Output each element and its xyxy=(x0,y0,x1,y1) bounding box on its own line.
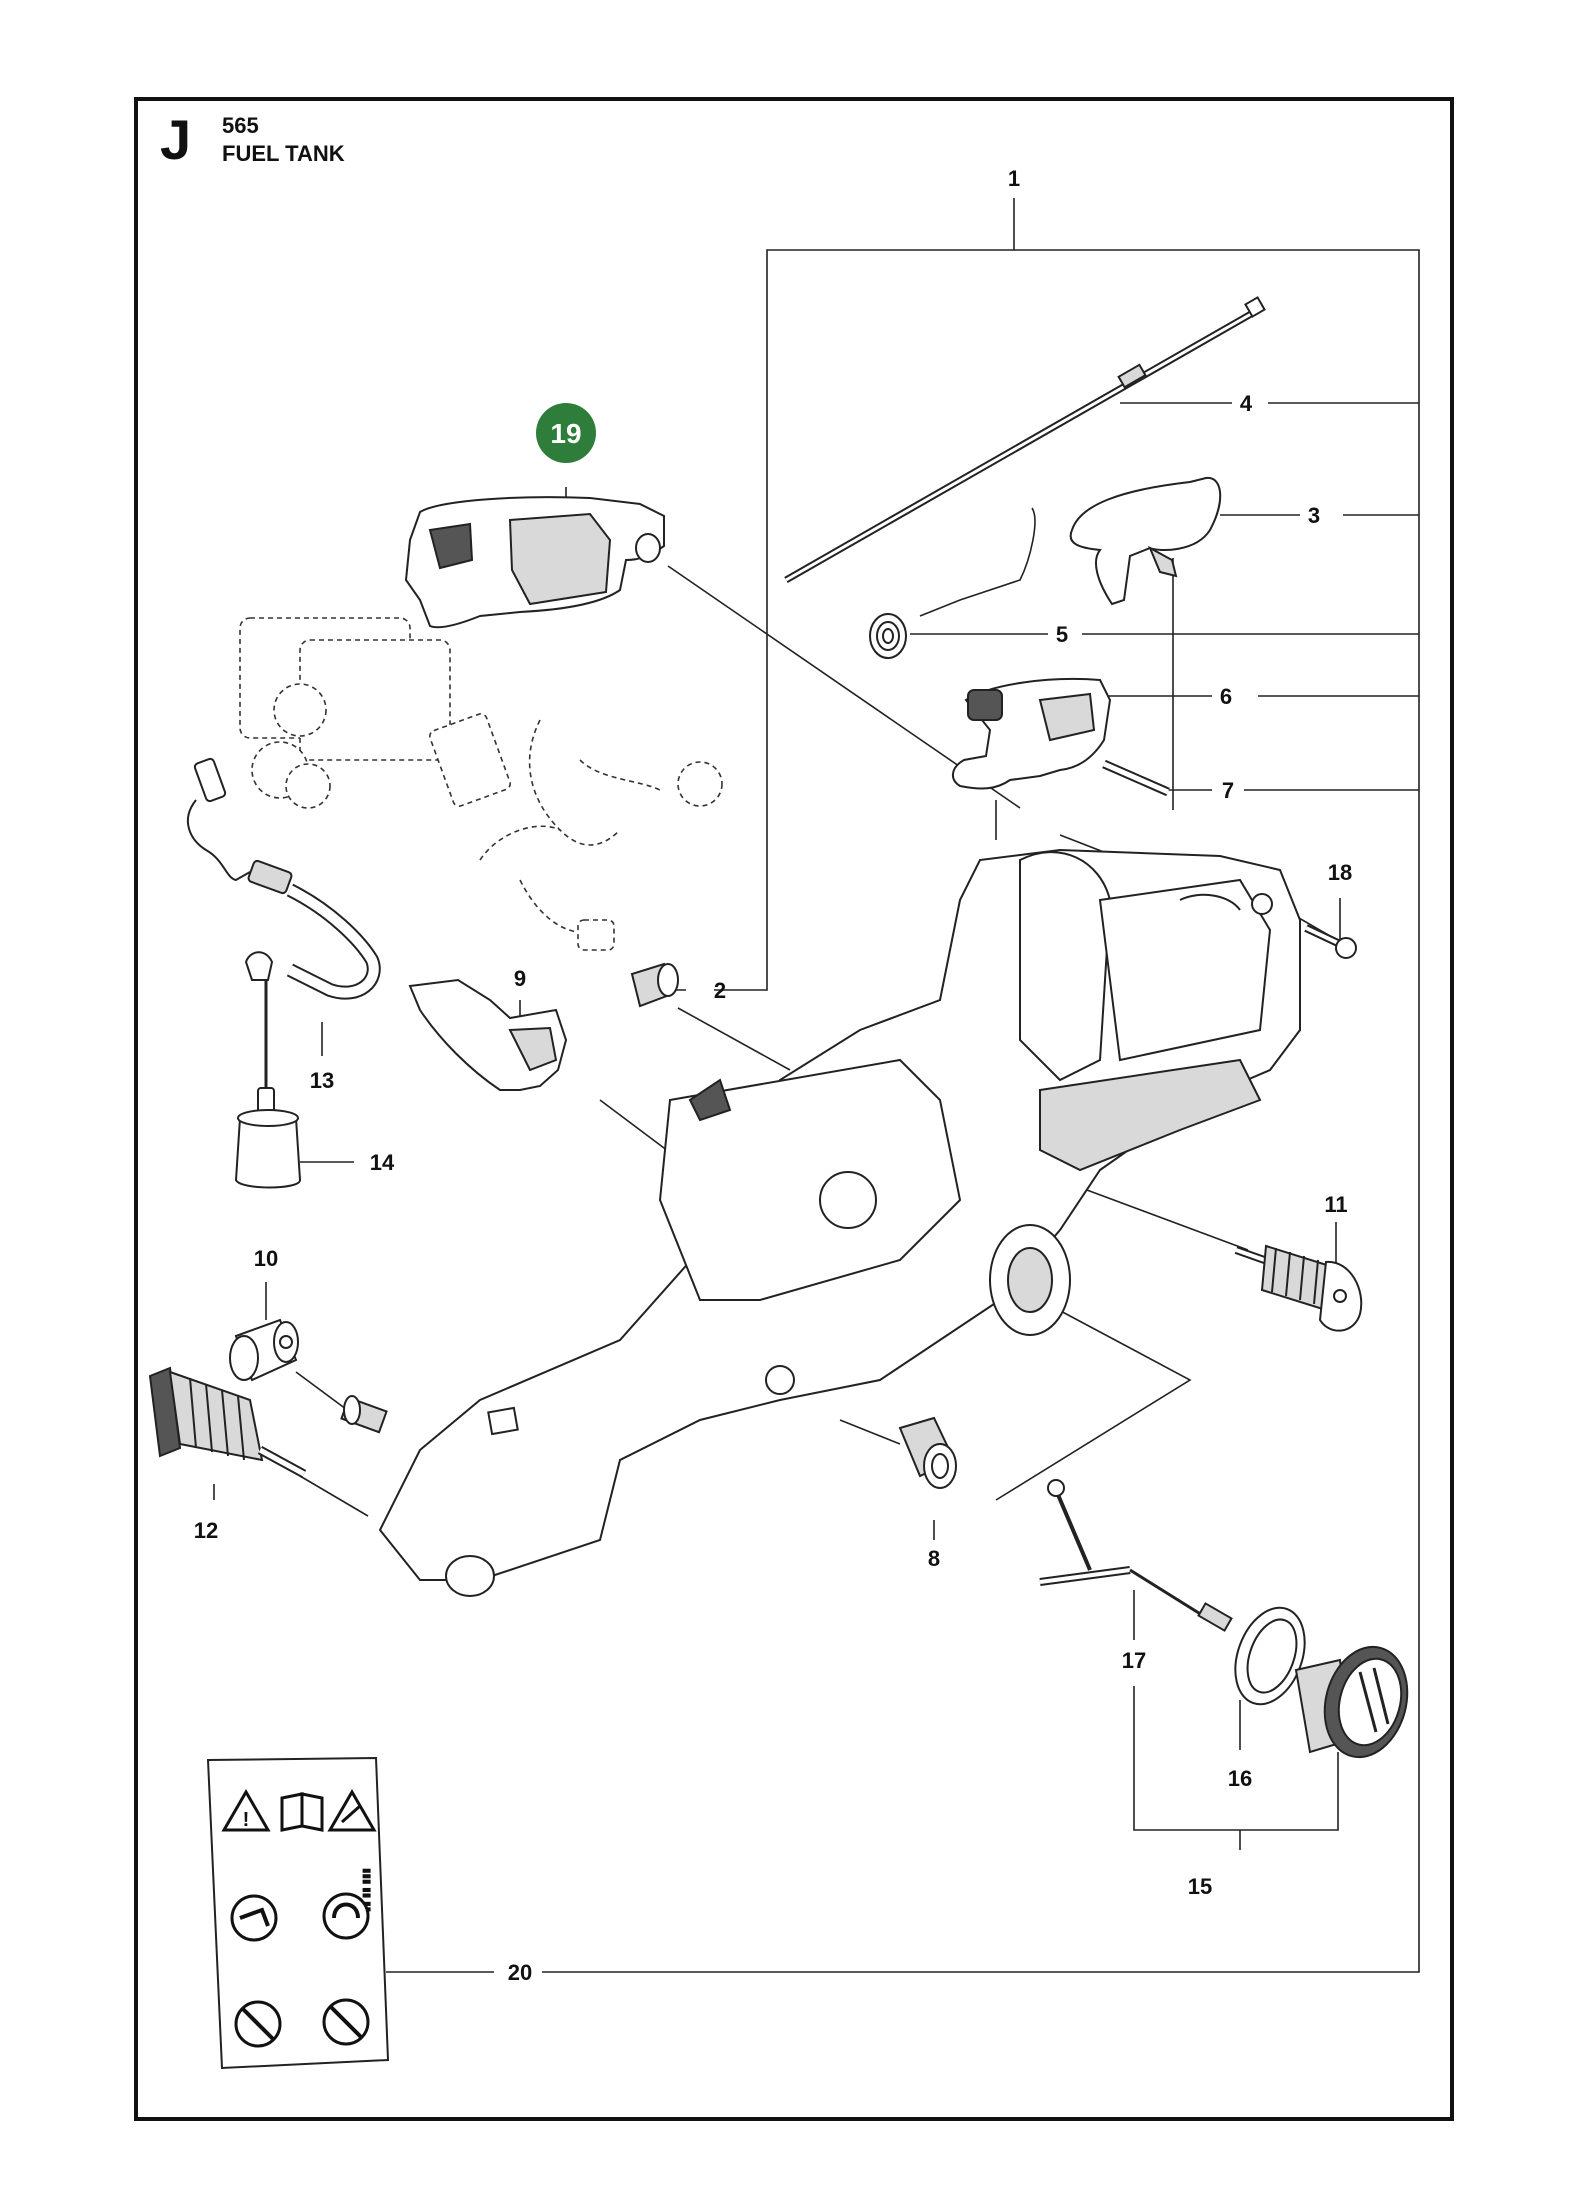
main-tank-housing xyxy=(378,848,1301,1597)
part-5-spring xyxy=(869,507,1036,659)
no-smoking-refuel-icon xyxy=(322,1998,370,2046)
callout-9: 9 xyxy=(514,966,526,991)
manual-book-icon xyxy=(280,1792,324,1832)
part-19-handle-cover xyxy=(404,496,665,629)
part-6-throttle-lockout xyxy=(952,677,1112,790)
part-9-cover xyxy=(408,978,568,1091)
diagram-frame xyxy=(134,97,1454,2121)
part-15-fuel-cap xyxy=(1294,1645,1409,1759)
part-14-fuel-filter xyxy=(234,980,302,1189)
callout-3: 3 xyxy=(1308,503,1320,528)
callout-15: 15 xyxy=(1188,1874,1212,1899)
callout-10: 10 xyxy=(254,1246,278,1271)
callout-12: 12 xyxy=(194,1518,218,1543)
part-3-throttle-trigger xyxy=(1069,476,1222,606)
callout-20: 20 xyxy=(508,1960,532,1985)
gloves-icon xyxy=(230,1894,278,1942)
callout-4: 4 xyxy=(1240,391,1253,416)
part-17-fuel-pickup xyxy=(1039,1479,1233,1632)
part-7-pin xyxy=(1102,759,1170,797)
part-front-stud xyxy=(340,1395,388,1434)
callout-18: 18 xyxy=(1328,860,1352,885)
callout-1: 1 xyxy=(1008,166,1020,191)
callout-17: 17 xyxy=(1122,1648,1146,1673)
kickback-warning-icon xyxy=(327,1789,377,1832)
svg-text:▮▮▮ ▮▮ ▮▮: ▮▮▮ ▮▮ ▮▮ xyxy=(361,1868,372,1912)
part-4-throttle-rod xyxy=(784,296,1266,584)
no-one-hand-icon xyxy=(234,2000,282,2048)
part-8-bushing xyxy=(898,1416,957,1489)
warning-triangle-icon: ! xyxy=(221,1789,271,1832)
callout-labels: 1 2 3 4 5 6 7 8 9 10 11 12 13 14 15 16 1… xyxy=(194,166,1352,1985)
callout-6: 6 xyxy=(1220,684,1232,709)
part-10-rubber-buffer xyxy=(229,1318,299,1382)
part-20-safety-decal: ! ▮▮▮ ▮▮ ▮▮ xyxy=(206,1756,390,2070)
part-12-vibration-damper xyxy=(148,1366,307,1478)
callout-13: 13 xyxy=(310,1068,334,1093)
callout-8: 8 xyxy=(928,1546,940,1571)
part-13-fuel-hose xyxy=(186,757,381,1000)
part-18-screw xyxy=(1304,924,1357,959)
context-carburetor-assembly xyxy=(239,617,723,951)
callout-2: 2 xyxy=(714,978,726,1003)
part-2-bushing xyxy=(630,962,679,1008)
section-letter: J xyxy=(160,108,192,171)
callout-7: 7 xyxy=(1222,778,1234,803)
leader-lines xyxy=(213,198,1420,1973)
highlight-badge-19: 19 xyxy=(536,403,596,463)
section-title: FUEL TANK xyxy=(222,141,345,166)
part-11-vibration-damper xyxy=(1234,1244,1363,1332)
callout-11: 11 xyxy=(1324,1192,1347,1217)
highlight-label: 19 xyxy=(550,418,581,449)
part-16-seal-ring xyxy=(1234,1606,1306,1706)
ear-eye-protection-icon xyxy=(322,1892,370,1940)
svg-text:!: ! xyxy=(243,1809,250,1831)
callout-14: 14 xyxy=(370,1150,395,1175)
callout-5: 5 xyxy=(1056,622,1068,647)
model-number: 565 xyxy=(222,113,259,138)
callout-16: 16 xyxy=(1228,1766,1252,1791)
